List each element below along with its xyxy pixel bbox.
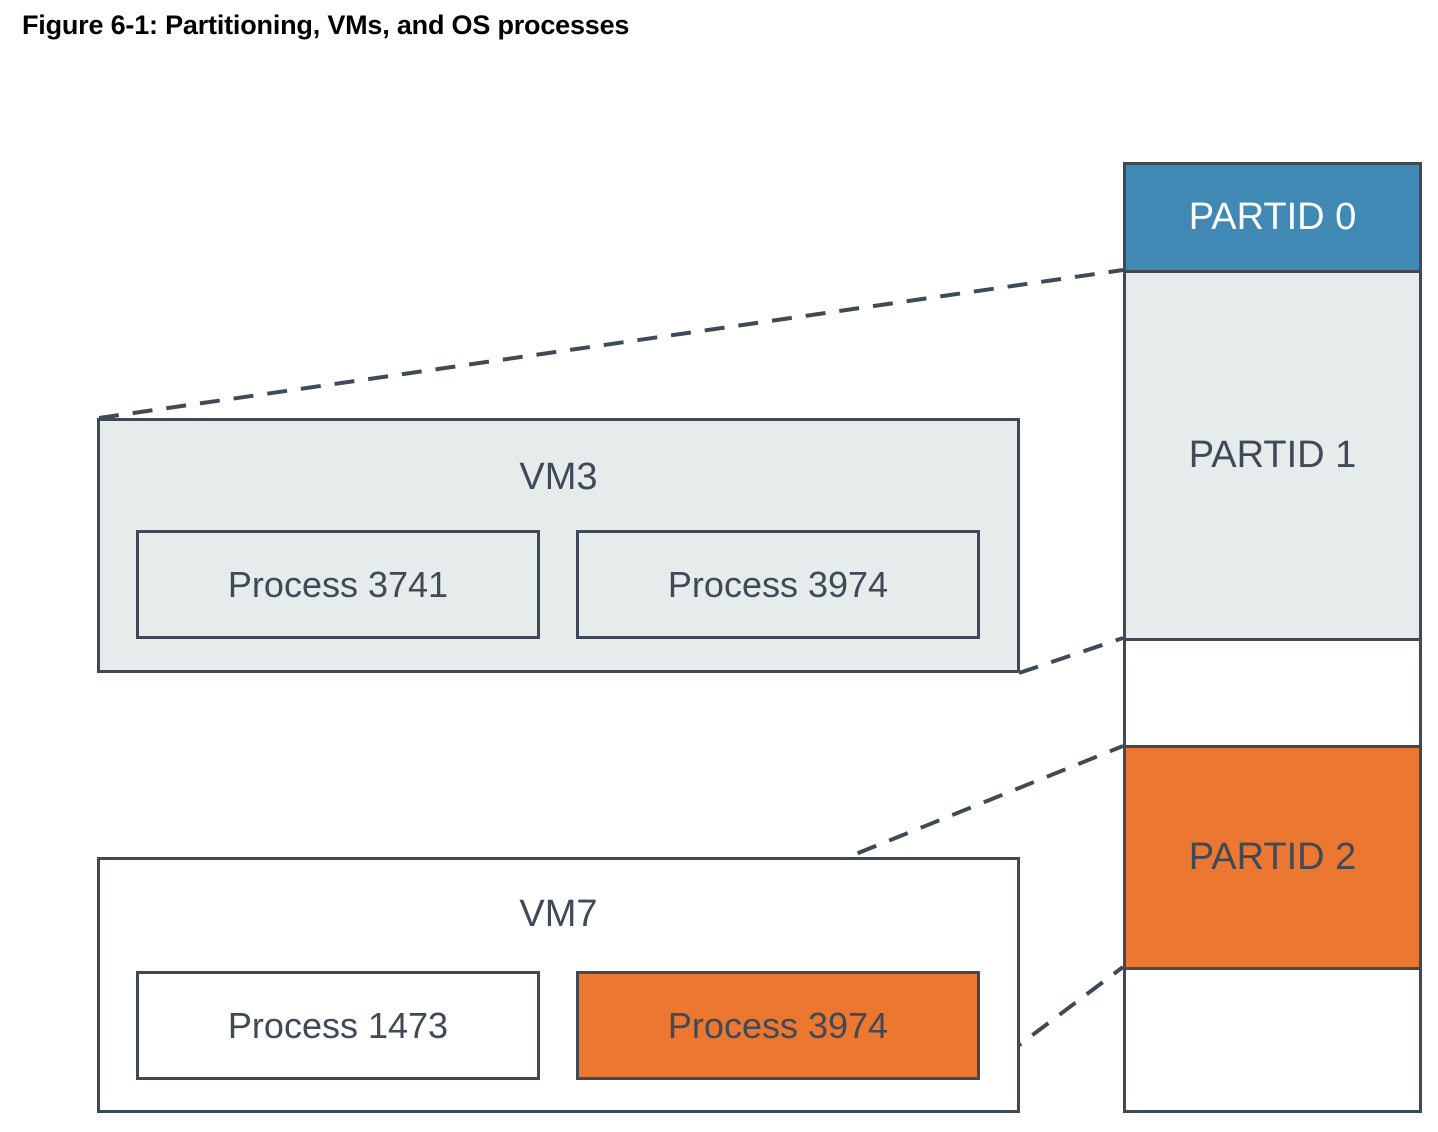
process-3974-vm3-label: Process 3974 [667, 563, 889, 605]
process-3741-label: Process 3741 [227, 563, 449, 605]
process-3741-box[interactable]: Process 3741 [136, 530, 540, 639]
vm3-container[interactable]: VM3 Process 3741 Process 3974 [97, 418, 1020, 673]
process-1473-label: Process 1473 [227, 1004, 449, 1046]
process-3974-vm7-label: Process 3974 [667, 1004, 889, 1046]
partition-segment-empty-2[interactable] [1126, 970, 1419, 1110]
partition-segment-partid-2[interactable]: PARTID 2 [1126, 748, 1419, 970]
partid-0-label: PARTID 0 [1188, 196, 1357, 238]
page-title: Figure 6-1: Partitioning, VMs, and OS pr… [22, 10, 630, 40]
partid-1-label: PARTID 1 [1188, 434, 1357, 476]
connector-vm3-to-partid1-top [98, 268, 1124, 420]
process-3974-vm3-box[interactable]: Process 3974 [576, 530, 980, 639]
partition-id-column: PARTID 0 PARTID 1 PARTID 2 [1123, 162, 1422, 1113]
vm7-container[interactable]: VM7 Process 1473 Process 3974 [97, 857, 1020, 1113]
partition-segment-partid-0[interactable]: PARTID 0 [1126, 165, 1419, 273]
connector-vm3-to-partid1-bottom [1018, 636, 1124, 675]
vm3-label: VM3 [519, 456, 598, 498]
partition-segment-empty-1[interactable] [1126, 641, 1419, 748]
partition-segment-partid-1[interactable]: PARTID 1 [1126, 273, 1419, 641]
process-1473-box[interactable]: Process 1473 [136, 971, 540, 1080]
vm7-label: VM7 [519, 893, 598, 935]
process-3974-vm7-box[interactable]: Process 3974 [576, 971, 980, 1080]
partid-2-label: PARTID 2 [1188, 836, 1357, 878]
